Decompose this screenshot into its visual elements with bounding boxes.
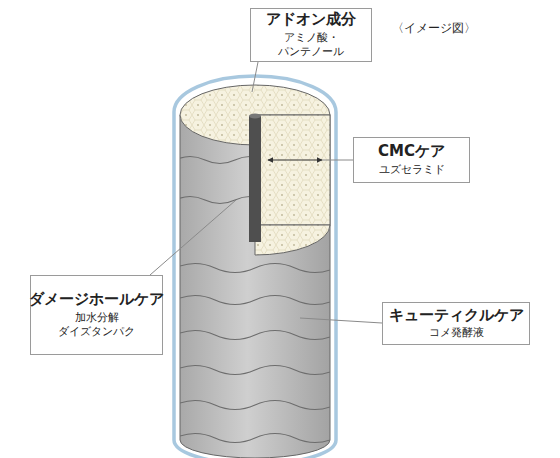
leader-line [322, 160, 353, 161]
callout-title: アドオン成分 [266, 10, 356, 29]
cuticle-line [175, 331, 335, 340]
hair-body [180, 115, 330, 458]
callout-title: ダメージホールケア [29, 290, 164, 309]
medulla-top [249, 114, 261, 119]
callout-body: コメ発酵液 [429, 326, 484, 341]
callout-body: 加水分解 ダイズタンパク [55, 311, 139, 341]
figure-note: 〈イメージ図〉 [392, 20, 476, 37]
leader-line [252, 62, 258, 92]
cuticle-line [175, 401, 335, 410]
callout-body: ユズセラミド [379, 163, 445, 178]
outer-layer-outline [174, 76, 336, 458]
callout-box: キューティクルケアコメ発酵液 [382, 302, 530, 345]
callout-body: アミノ酸・パンテノール [251, 31, 371, 61]
cuticle-line [175, 264, 335, 273]
cortex-cut-face [255, 115, 330, 225]
thickness-arrow [268, 160, 322, 161]
callout-title: CMCケア [378, 142, 445, 161]
callout-box: アドオン成分アミノ酸・パンテノール [250, 8, 372, 62]
callout-title: キューティクルケア [389, 306, 524, 325]
leader-line [300, 318, 382, 323]
leader-line [150, 200, 236, 275]
cuticle-line [175, 296, 335, 305]
leader-lines [150, 62, 382, 323]
cross-section-floor [255, 225, 330, 255]
callout-box: CMCケアユズセラミド [353, 137, 470, 183]
callout-box: ダメージホールケア加水分解 ダイズタンパク [30, 275, 163, 355]
medulla [249, 116, 261, 242]
cuticle-line [175, 434, 335, 443]
cuticle-line [175, 366, 335, 375]
